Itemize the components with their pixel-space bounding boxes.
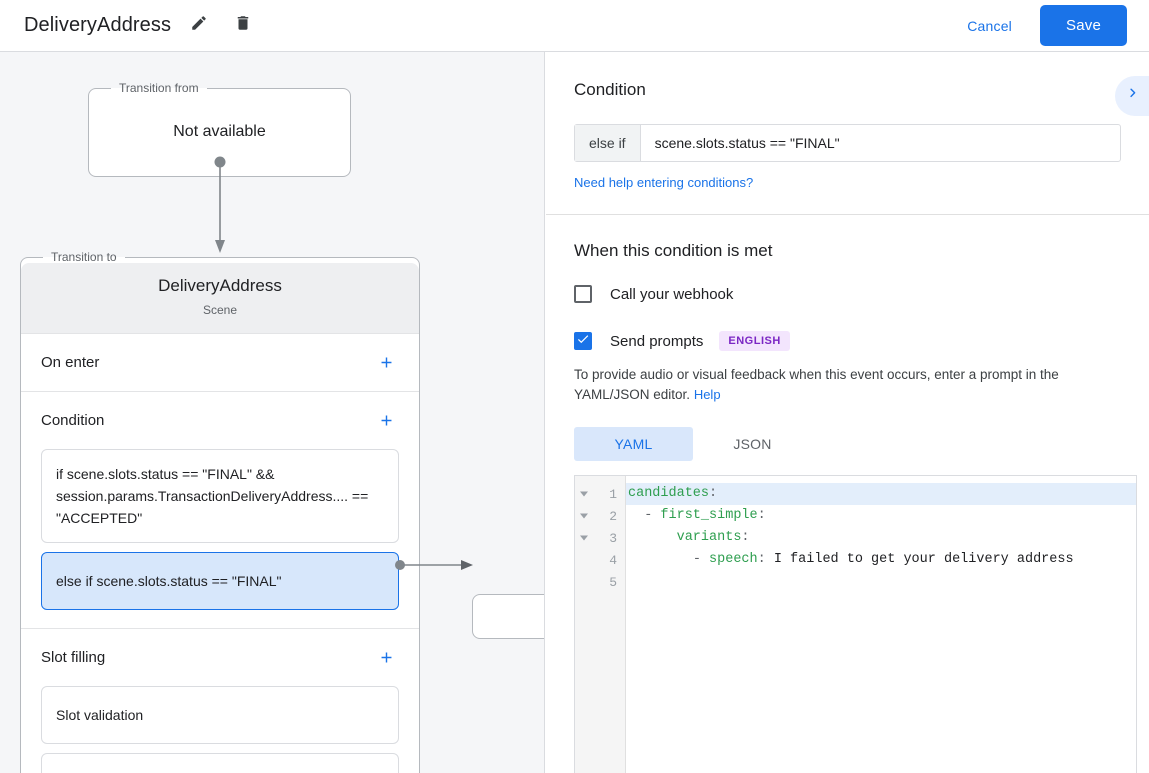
trash-icon [234,14,252,37]
condition-block: Condition else if Need help entering con… [546,52,1149,215]
fold-triangle-icon[interactable] [580,513,588,519]
save-button[interactable]: Save [1040,5,1127,46]
condition-heading: Condition [574,80,646,99]
section-header: On enter [41,334,399,391]
tab-yaml[interactable]: YAML [574,427,693,461]
chevron-right-icon [1124,85,1141,107]
transition-to-legend: Transition to [51,251,117,264]
pencil-icon [190,14,208,37]
add-on-enter-button[interactable] [373,350,399,376]
prompts-help-link[interactable]: Help [693,387,721,402]
section-condition: Condition if scene.slots.status == "FINA… [21,392,419,629]
plus-icon [378,412,395,429]
transition-from-legend: Transition from [119,81,199,95]
send-prompts-checkbox[interactable] [574,332,592,350]
editor-code-line: variants: [676,530,750,545]
language-badge: ENGLISH [719,331,790,351]
editor-code-line: - speech: I failed to get your delivery … [692,552,1074,567]
delete-button[interactable] [227,10,259,42]
slot-item-slot-validation[interactable]: Slot validation [41,686,399,744]
webhook-label: Call your webhook [610,285,734,303]
condition-prefix: else if [575,125,641,161]
editor-line-number: 1 [575,483,625,505]
editor-line-number: 3 [575,527,625,549]
add-condition-button[interactable] [373,408,399,434]
scene-type: Scene [202,303,238,317]
slot-filling-list: Slot validation TransactionDeliveryAddre… [41,686,399,773]
fold-triangle-icon[interactable] [580,491,588,497]
condition-item-if[interactable]: if scene.slots.status == "FINAL" && sess… [41,449,399,543]
when-met-heading: When this condition is met [574,241,773,260]
scene-name: DeliveryAddress [158,276,282,295]
condition-help-link[interactable]: Need help entering conditions? [574,175,754,190]
cancel-button[interactable]: Cancel [953,9,1026,43]
section-slot-filling: Slot filling Slot validation Transaction… [21,629,419,773]
downstream-node-clipped[interactable] [472,594,544,639]
scene-card-header: DeliveryAddress Scene [21,263,419,334]
plus-icon [378,649,395,666]
editor-line-number: 5 [609,574,617,590]
transition-to-node[interactable]: Transition to DeliveryAddress Scene On e… [20,251,420,773]
send-prompts-row[interactable]: Send prompts ENGLISH [574,331,1121,351]
details-panel: Condition else if Need help entering con… [546,52,1149,773]
edit-button[interactable] [183,10,215,42]
editor-line-number: 4 [609,552,617,568]
section-title-slot-filling: Slot filling [41,649,106,666]
condition-expression-input[interactable] [640,125,1120,161]
editor-code-area[interactable]: candidates: - first_simple: variants: - … [626,476,1136,773]
editor-code-line [626,571,1136,593]
editor-line-number: 2 [575,505,625,527]
webhook-checkbox[interactable] [574,285,592,303]
fold-triangle-icon[interactable] [580,535,588,541]
section-header: Slot filling [41,629,399,686]
plus-icon [378,354,395,371]
app-header: DeliveryAddress Cancel Save [0,0,1149,52]
webhook-row[interactable]: Call your webhook [574,285,1121,303]
when-condition-met-block: When this condition is met Call your web… [546,215,1149,773]
collapse-panel-button[interactable] [1115,76,1149,116]
tab-json[interactable]: JSON [733,436,772,452]
condition-input-row[interactable]: else if [574,124,1121,162]
prompts-helper-text: To provide audio or visual feedback when… [574,365,1121,405]
section-header: Condition [41,392,399,449]
section-title-condition: Condition [41,412,105,429]
add-slot-filling-button[interactable] [373,645,399,671]
checkmark-icon [576,332,590,351]
editor-code-line: - first_simple: [644,508,766,523]
helper-sentence: To provide audio or visual feedback when… [574,367,1059,402]
condition-list: if scene.slots.status == "FINAL" && sess… [41,449,399,628]
section-on-enter: On enter [21,334,419,392]
editor-format-tabs: YAML JSON [574,427,1121,461]
slot-item-transaction-delivery-address[interactable]: TransactionDeliveryAddress [41,753,399,773]
transition-from-value: Not available [173,123,266,140]
editor-code-line: candidates: [626,483,1136,505]
condition-item-else-if[interactable]: else if scene.slots.status == "FINAL" [41,552,399,610]
transition-from-node[interactable]: Transition from Not available [88,82,351,177]
send-prompts-label: Send prompts [610,332,704,350]
section-title-on-enter: On enter [41,354,100,371]
page-title: DeliveryAddress [24,14,172,36]
flow-canvas[interactable]: Transition from Not available Transition… [0,52,545,773]
